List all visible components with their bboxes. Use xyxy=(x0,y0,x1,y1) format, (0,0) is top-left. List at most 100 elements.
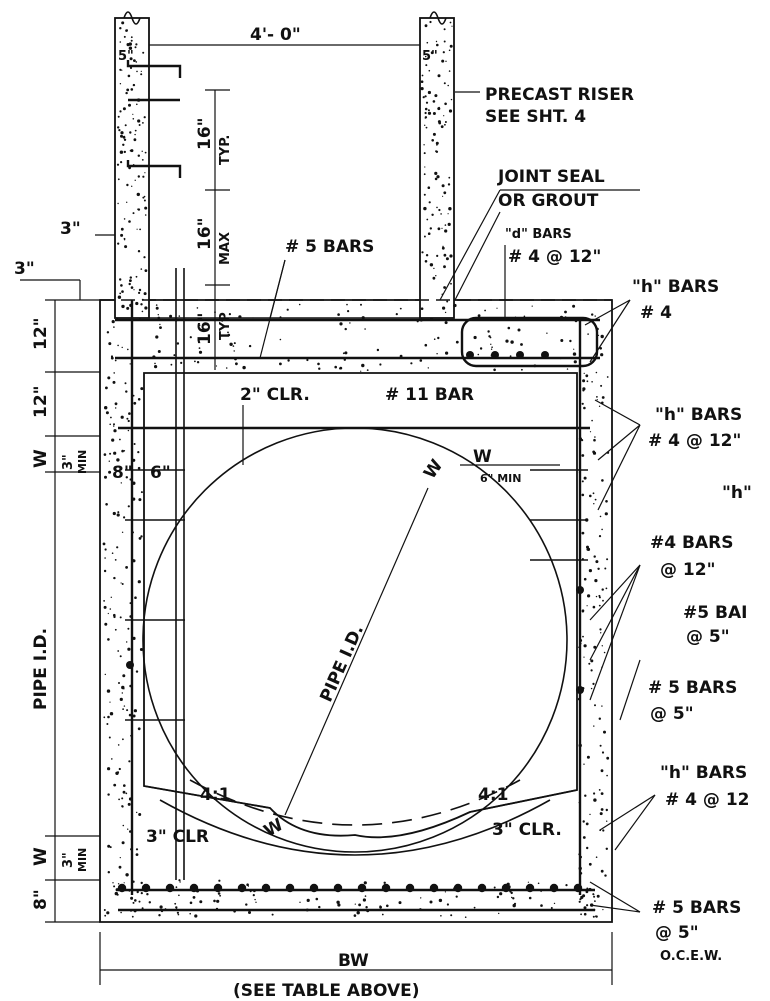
stipple-dot xyxy=(426,218,429,221)
stipple-dot xyxy=(141,159,144,161)
stipple-dot xyxy=(120,227,124,231)
stipple-dot xyxy=(444,891,446,893)
stipple-dot xyxy=(125,792,128,795)
stipple-dot xyxy=(600,869,604,873)
reinforcement xyxy=(115,60,600,912)
stipple-dot xyxy=(600,384,603,387)
stipple-dot xyxy=(121,290,124,293)
stipple-dot xyxy=(423,152,426,155)
stipple-dot xyxy=(115,407,117,409)
stipple-dot xyxy=(111,438,115,442)
stipple-dot xyxy=(196,361,200,364)
stipple-dot xyxy=(591,313,594,316)
stipple-dot xyxy=(606,820,608,822)
riser-break-right xyxy=(429,11,447,25)
stipple-dot xyxy=(133,59,136,62)
rebar-dot xyxy=(501,883,511,893)
stipple-dot xyxy=(120,233,124,237)
stipple-dot xyxy=(447,84,450,87)
stipple-dot xyxy=(134,596,137,599)
stipple-dot xyxy=(601,751,605,754)
stipple-dot xyxy=(125,390,128,393)
five-bai-spacing: @ 5" xyxy=(686,627,730,647)
stipple-dot xyxy=(104,548,107,551)
riser-inside-width-dim: 4'- 0" xyxy=(250,25,301,45)
eleven-bar-note: # 11 BAR xyxy=(385,385,474,405)
stipple-dot xyxy=(140,73,143,76)
stipple-dot xyxy=(339,322,343,326)
stipple-dot xyxy=(379,363,382,366)
stipple-dot xyxy=(334,365,338,369)
stipple-dot xyxy=(427,367,429,369)
stipple-dot xyxy=(128,220,131,223)
concrete-stipple xyxy=(102,20,610,918)
stipple-dot xyxy=(583,372,585,374)
stipple-dot xyxy=(601,479,604,482)
stipple-dot xyxy=(133,138,137,142)
stipple-dot xyxy=(116,546,119,549)
stipple-dot xyxy=(298,303,301,306)
stipple-dot xyxy=(594,900,596,902)
stipple-dot xyxy=(306,898,310,903)
stipple-dot xyxy=(354,903,356,905)
five-bars-bot-spacing: @ 5" xyxy=(655,923,699,943)
stipple-dot xyxy=(593,792,596,795)
riser-break-left xyxy=(123,11,141,25)
invert-curve xyxy=(159,799,551,856)
rebar-dot xyxy=(453,883,463,893)
stipple-dot xyxy=(443,40,446,43)
stipple-dot xyxy=(189,912,191,915)
stipple-dot xyxy=(105,411,109,415)
stipple-dot xyxy=(137,175,140,178)
stipple-dot xyxy=(424,343,428,347)
stipple-dot xyxy=(121,805,124,808)
stipple-dot xyxy=(114,359,117,362)
stipple-dot xyxy=(517,328,521,332)
stipple-dot xyxy=(427,111,432,115)
stipple-dot xyxy=(436,43,439,47)
rebar-dot xyxy=(381,883,391,893)
riser-wall-right-dim: 5" xyxy=(422,49,438,64)
stipple-dot xyxy=(437,336,440,340)
stipple-dot xyxy=(123,56,126,59)
stipple-dot xyxy=(600,792,604,795)
stipple-dot xyxy=(593,725,595,727)
stipple-dot xyxy=(440,915,442,917)
stipple-dot xyxy=(598,789,601,791)
stipple-dot xyxy=(119,697,123,702)
stipple-dot xyxy=(589,813,591,816)
stipple-dot xyxy=(604,567,607,570)
stipple-dot xyxy=(566,368,569,370)
stipple-dot xyxy=(579,898,582,901)
stipple-dot xyxy=(442,245,444,248)
stipple-dot xyxy=(588,662,591,665)
stipple-dot xyxy=(444,121,447,123)
stipple-dot xyxy=(362,898,366,902)
stipple-dot xyxy=(108,460,111,462)
stipple-dot xyxy=(582,894,586,898)
bw-dim: BW xyxy=(338,951,369,971)
stipple-dot xyxy=(246,883,249,886)
stipple-dot xyxy=(117,511,120,514)
stipple-dot xyxy=(589,494,592,498)
stipple-dot xyxy=(106,911,110,915)
stipple-dot xyxy=(138,900,141,903)
stipple-dot xyxy=(585,374,589,378)
stipple-dot xyxy=(122,107,126,111)
stipple-dot xyxy=(127,505,130,508)
stipple-dot xyxy=(445,257,449,261)
stipple-dot xyxy=(111,320,115,324)
stipple-dot xyxy=(112,882,114,884)
d-bars-loop xyxy=(460,316,599,368)
stipple-dot xyxy=(144,206,148,210)
stipple-dot xyxy=(144,269,148,272)
stipple-dot xyxy=(199,900,203,904)
stipple-dot xyxy=(122,824,125,827)
d-bars-spacing-note: # 4 @ 12" xyxy=(508,247,601,267)
stipple-dot xyxy=(572,352,577,356)
stipple-dot xyxy=(116,771,120,774)
stipple-dot xyxy=(444,123,446,126)
rebar-dot xyxy=(189,883,199,893)
stipple-dot xyxy=(419,359,423,362)
stipple-dot xyxy=(144,306,148,310)
